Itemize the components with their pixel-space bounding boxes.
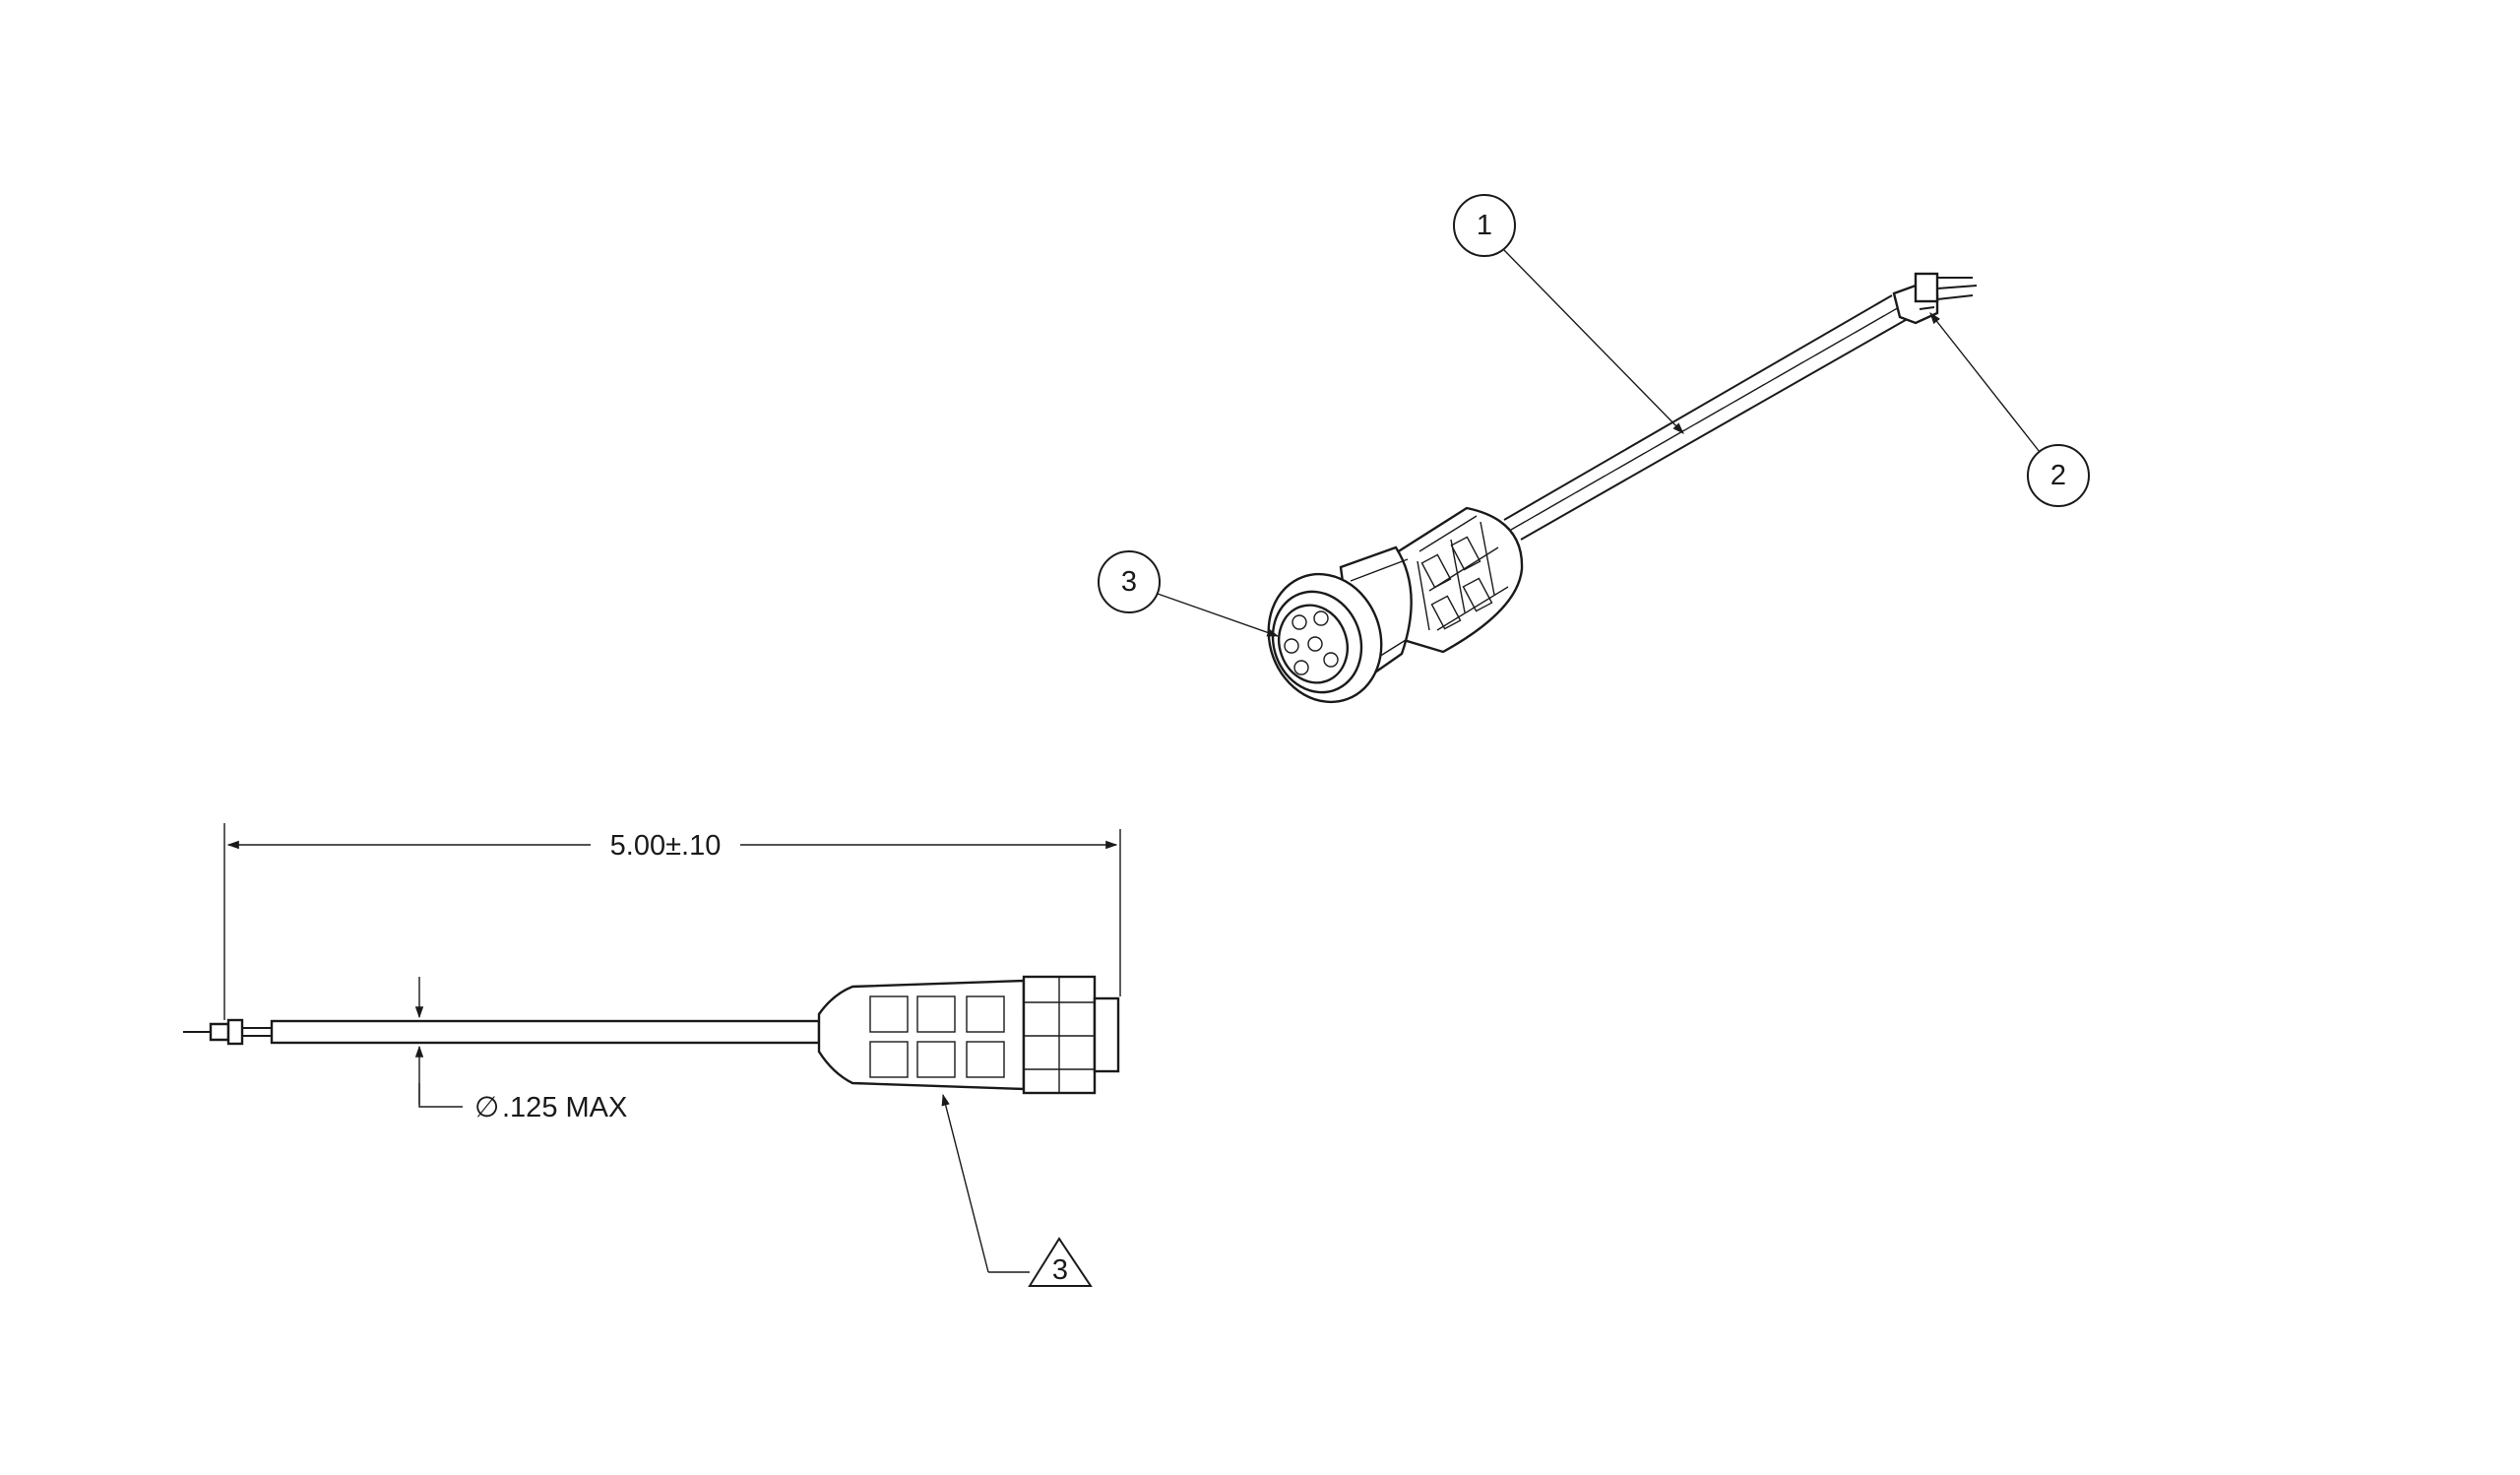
note-flag-label: 3 <box>1052 1254 1068 1286</box>
side-connector-grip <box>817 979 1026 1091</box>
side-view: 5.00±.10 ∅ .125 MAX 3 <box>183 823 1121 1287</box>
iso-connector-face <box>1267 572 1383 704</box>
triangle-icon <box>1028 1237 1093 1287</box>
overall-length-value: 5.00±.10 <box>610 830 722 862</box>
side-coupling-nut <box>1022 975 1120 1095</box>
note-flag-3: 3 <box>941 1093 1093 1287</box>
balloon-1: 1 <box>1453 194 1684 434</box>
cable-diameter-value: .125 MAX <box>502 1092 627 1123</box>
overall-length-dimension: 5.00±.10 <box>223 823 1121 1020</box>
isometric-view: 1 2 3 <box>1098 194 2090 704</box>
balloon-2-label: 2 <box>2050 460 2066 491</box>
balloon-2: 2 <box>1929 312 2090 507</box>
balloon-3-label: 3 <box>1121 566 1137 598</box>
diameter-symbol: ∅ <box>474 1092 499 1123</box>
iso-connector-body <box>1384 506 1524 654</box>
iso-cable <box>1503 294 1912 541</box>
balloon-1-label: 1 <box>1477 210 1492 241</box>
side-terminal-pin <box>183 1018 272 1046</box>
balloon-3: 3 <box>1098 550 1280 637</box>
cable-diameter-dimension: ∅ .125 MAX <box>414 977 627 1123</box>
iso-terminal-pins <box>1892 272 1978 325</box>
side-cable <box>270 1019 821 1045</box>
